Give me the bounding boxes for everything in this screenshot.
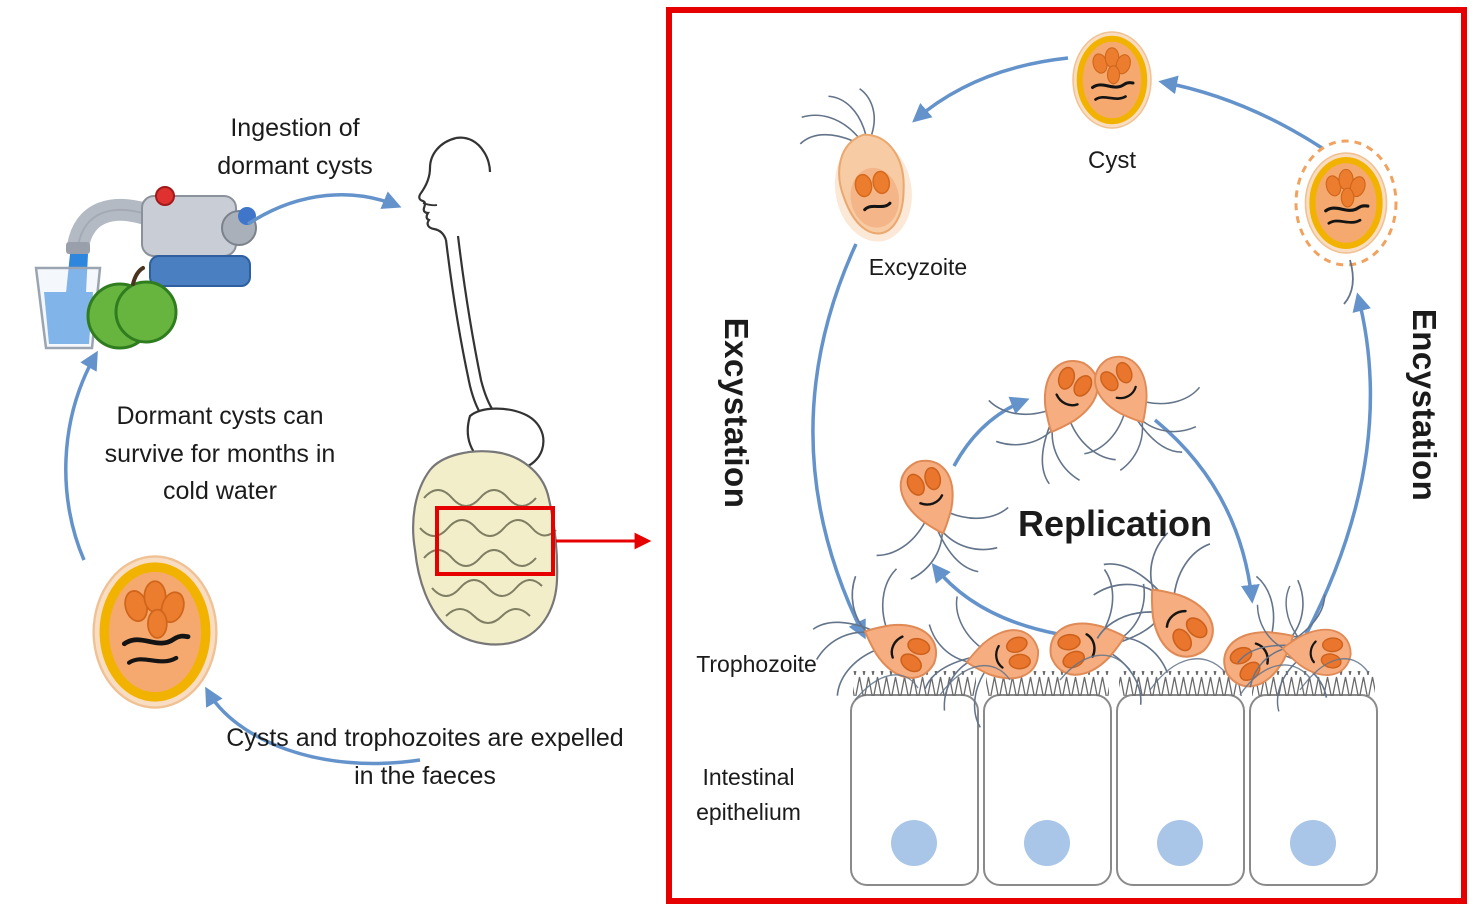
cell-nucleus (1157, 820, 1203, 866)
replication-arrow-left (931, 563, 1059, 636)
excystation-label: Excystation (718, 317, 755, 509)
excyzoite-label: Excyzoite (868, 254, 968, 280)
intestinal-epithelium-label: Intestinal epithelium (696, 764, 801, 825)
expelled-arrow (205, 686, 421, 766)
cell-nucleus (1290, 820, 1336, 866)
encysting-cyst-illustration (1294, 139, 1398, 305)
cyst-to-excyzoite-arrow (912, 56, 1069, 123)
apple-icon (86, 266, 178, 350)
intestine-highlight-box (435, 506, 555, 576)
contamination-arrow (64, 350, 98, 561)
trophozoite-label: Trophozoite (696, 651, 817, 677)
flagella-tangle (854, 654, 1369, 701)
water-glass-icon (34, 266, 102, 350)
intestinal-epithelium (850, 671, 1378, 886)
cell-nucleus (1024, 820, 1070, 866)
excyzoite-illustration (799, 88, 912, 242)
cyst-illustration (94, 556, 217, 707)
ingestion-arrow (247, 191, 402, 226)
replication-arrow-up (952, 396, 1030, 467)
intestines (412, 450, 559, 646)
ingestion-label: Ingestion of dormant cysts (217, 114, 373, 180)
cyst-label: Cyst (1088, 147, 1136, 174)
replication-arrow-down (1153, 418, 1260, 604)
expelled-label: Cysts and trophozoites are expelled in t… (226, 724, 624, 790)
cyst-detail-illustration (1073, 32, 1151, 128)
encystation-label: Encystation (1406, 308, 1443, 502)
digestive-tract-illustration (412, 136, 559, 646)
encysting-to-cyst-arrow (1158, 75, 1323, 150)
cell-nucleus (891, 820, 937, 866)
brush-border (853, 671, 1375, 696)
excystation-arrow (811, 243, 866, 640)
dormant-cysts-label: Dormant cysts can survive for months in … (104, 402, 336, 505)
replication-label: Replication (1017, 503, 1213, 544)
left-cycle-arrows (64, 191, 421, 766)
